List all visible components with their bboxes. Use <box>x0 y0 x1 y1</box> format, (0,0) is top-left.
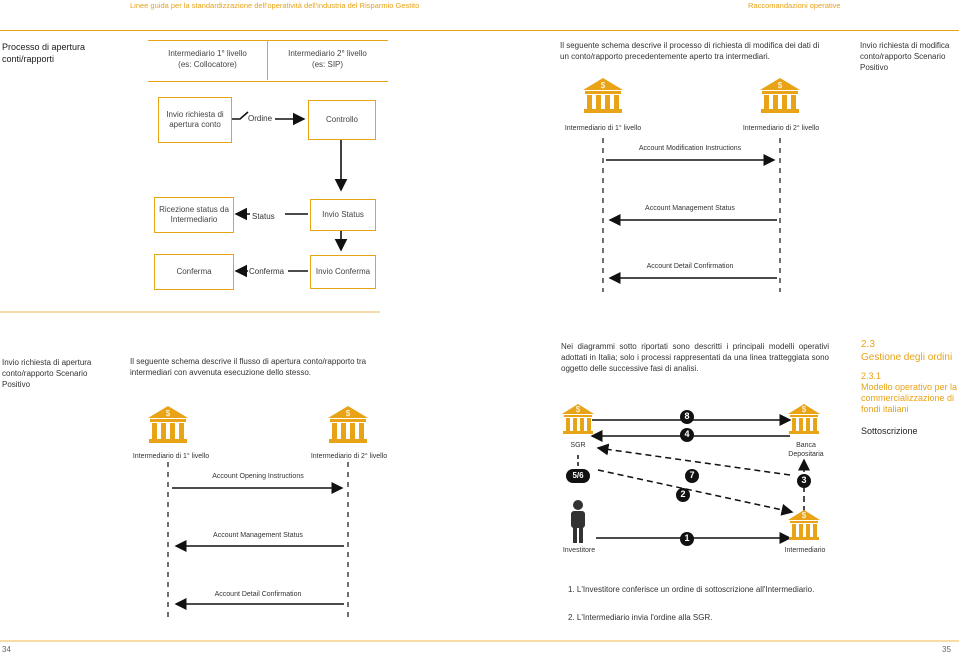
badge-3: 3 <box>801 475 807 485</box>
arrow-ordine <box>232 111 306 126</box>
process-title: Processo di apertura conti/rapporti <box>2 42 86 64</box>
svg-text:$: $ <box>778 81 783 90</box>
lane2-header: Intermediario 2° livello(es: SIP) <box>288 49 367 69</box>
investor-figure <box>571 500 585 543</box>
msg-label-top-3: Account Detail Confirmation <box>646 263 734 270</box>
box-controllo: Controllo <box>308 100 376 140</box>
msg-label-top-2: Account Management Status <box>645 205 735 212</box>
flow-7-dashed <box>596 443 791 476</box>
box-invio-status: Invio Status <box>310 199 376 231</box>
badge-7: 7 <box>689 470 695 480</box>
svg-text:$: $ <box>802 405 807 414</box>
label-ordine: Ordine <box>248 114 273 123</box>
page-number-left: 34 <box>2 645 11 654</box>
number-badges <box>676 410 811 546</box>
subsection-number: 2.3.1 <box>861 371 882 381</box>
node-sgr: SGR <box>570 442 586 449</box>
list-item-1: 1. L'Investitore conferisce un ordine di… <box>568 585 815 594</box>
swimlane-header <box>148 40 388 82</box>
node-banca: Banca Depositaria <box>788 442 824 458</box>
running-header-right: Raccomandazioni operative <box>748 1 841 10</box>
svg-text:$: $ <box>601 81 606 90</box>
badge-8: 8 <box>684 411 690 421</box>
section-title: Gestione degli ordini <box>861 352 953 363</box>
badge-2: 2 <box>680 489 686 499</box>
msg-label-bot-3: Account Detail Confirmation <box>214 591 302 598</box>
subsection-title: Modello operativo per la commercializzaz… <box>861 382 958 414</box>
svg-text:$: $ <box>576 405 581 414</box>
badge-1: 1 <box>684 533 690 543</box>
right-top-intro: Il seguente schema descrive il processo … <box>560 41 820 61</box>
node-intermediario: Intermediario <box>784 547 826 554</box>
bank-label-bot-1: Intermediario di 1° livello <box>132 453 210 460</box>
lane1-header: Intermediario 1° livello(es: Collocatore… <box>168 49 247 69</box>
left-bottom-intro: Il seguente schema descrive il flusso di… <box>130 357 367 377</box>
sottoscrizione-heading: Sottoscrizione <box>861 426 918 436</box>
label-status: Status <box>252 212 275 221</box>
bank-label-top-1: Intermediario di 1° livello <box>564 125 642 132</box>
list-item-2: 2. L'Intermediario invia l'ordine alla S… <box>568 613 713 622</box>
box-invio-richiesta: Invio richiesta di apertura conto <box>158 97 232 143</box>
flow-2-dashed <box>597 469 794 516</box>
badge-56: 5/6 <box>572 471 584 480</box>
section-number: 2.3 <box>861 339 875 350</box>
box-invio-conferma: Invio Conferma <box>310 255 376 289</box>
badge-56-bg <box>566 469 590 483</box>
right-top-side-title: Invio richiesta di modifica conto/rappor… <box>860 41 950 72</box>
node-investitore: Investitore <box>562 547 596 554</box>
svg-text:$: $ <box>166 409 171 418</box>
page-number-right: 35 <box>942 645 951 654</box>
svg-text:$: $ <box>346 409 351 418</box>
badge-4: 4 <box>684 429 690 439</box>
running-header-left: Linee guida per la standardizzazione del… <box>130 1 420 10</box>
bank-icons <box>148 78 820 540</box>
label-conferma: Conferma <box>249 267 285 276</box>
bank-label-bot-2: Intermediario di 2° livello <box>310 453 388 460</box>
msg-label-bot-1: Account Opening Instructions <box>212 473 304 480</box>
header-rule <box>0 30 959 31</box>
swimlane-divider <box>267 40 268 80</box>
left-bottom-side-title: Invio richiesta di apertura conto/rappor… <box>2 358 92 389</box>
svg-text:$: $ <box>802 511 807 520</box>
msg-label-top-1: Account Modification Instructions <box>638 145 742 152</box>
msg-label-bot-2: Account Management Status <box>213 532 303 539</box>
right-bottom-intro: Nei diagrammi sotto riportati sono descr… <box>561 342 829 373</box>
bank-label-top-2: Intermediario di 2° livello <box>742 125 820 132</box>
